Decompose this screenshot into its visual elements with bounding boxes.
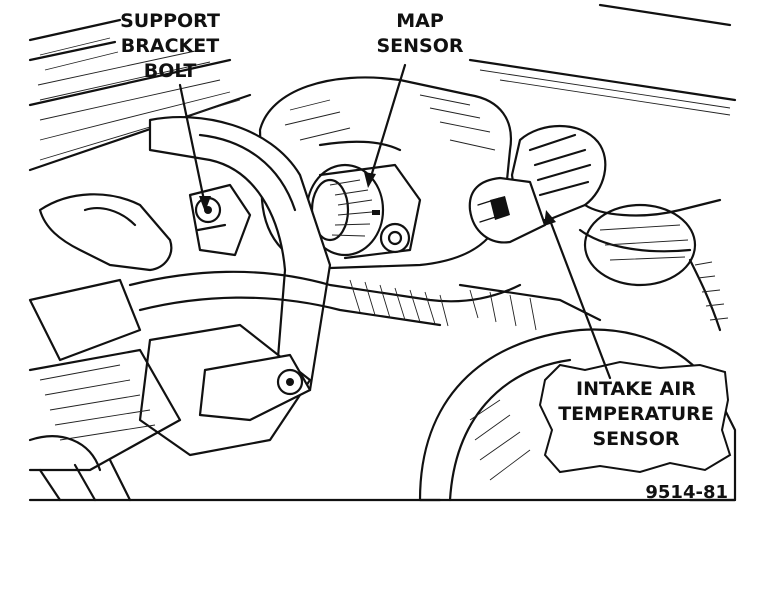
map-sensor-part bbox=[305, 163, 422, 260]
support-bracket-bolt-line-1: SUPPORT bbox=[120, 10, 220, 32]
intake-air-temperature-sensor-part bbox=[468, 124, 607, 244]
iat-label-backdrop bbox=[538, 360, 732, 474]
support-bracket-leader bbox=[178, 83, 207, 207]
map-sensor-line-2: SENSOR bbox=[376, 35, 463, 57]
engine-illustration bbox=[28, 3, 737, 502]
figure-number: 9514-81 bbox=[645, 482, 728, 503]
support-bracket-bolt-line-3: BOLT bbox=[144, 60, 197, 82]
map-sensor-line-1: MAP bbox=[396, 10, 444, 32]
support-bracket-part bbox=[188, 183, 252, 257]
intake-air-temperature-sensor-label: INTAKE AIR TEMPERATURE SENSOR bbox=[558, 378, 714, 450]
iat-sensor-leader bbox=[546, 213, 612, 380]
iat-line-3: SENSOR bbox=[592, 428, 679, 450]
support-bracket-bolt-line-2: BRACKET bbox=[121, 35, 219, 57]
iat-line-1: INTAKE AIR bbox=[576, 378, 696, 400]
iat-line-2: TEMPERATURE bbox=[558, 403, 714, 425]
support-bracket-bolt-label: SUPPORT BRACKET BOLT bbox=[120, 10, 220, 82]
map-sensor-label: MAP SENSOR bbox=[376, 10, 463, 57]
map-sensor-leader bbox=[368, 63, 407, 182]
